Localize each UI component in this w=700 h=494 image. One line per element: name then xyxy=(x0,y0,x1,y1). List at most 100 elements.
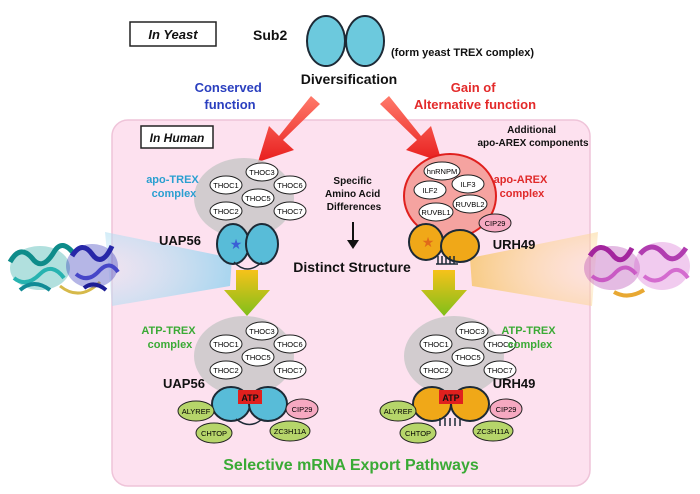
apo-arex-label: apo-AREX complex xyxy=(494,174,551,200)
sub2-label: Sub2 xyxy=(253,27,287,43)
atp-trex-right-label: ATP-TREX complex xyxy=(501,325,558,351)
cip29-left xyxy=(285,398,319,420)
svg-text:ILF3: ILF3 xyxy=(460,180,475,189)
arex-component xyxy=(452,194,488,214)
svg-text:RUVBL2: RUVBL2 xyxy=(455,200,484,209)
urh49-structure-image xyxy=(584,242,690,298)
yeast-label-box xyxy=(129,21,217,47)
svg-text:hnRNPM: hnRNPM xyxy=(427,167,457,176)
uap56-structure-image xyxy=(7,243,120,295)
atp-box-left xyxy=(238,390,262,404)
star-icon: ★ xyxy=(422,234,435,250)
svg-text:THOC5: THOC5 xyxy=(245,353,270,362)
thoc-subunit xyxy=(209,360,243,380)
sub2-protein xyxy=(306,15,385,67)
zc3h11a-right xyxy=(472,420,514,442)
svg-text:THOC7: THOC7 xyxy=(487,366,512,375)
left-beam xyxy=(105,232,232,306)
cip29-top xyxy=(478,213,512,233)
svg-text:RUVBL1: RUVBL1 xyxy=(421,208,450,217)
svg-text:THOC1: THOC1 xyxy=(423,340,448,349)
conserved-label: Conserved function xyxy=(195,80,266,112)
svg-text:THOC3: THOC3 xyxy=(249,168,274,177)
svg-text:ZC3H11A: ZC3H11A xyxy=(274,427,306,436)
thoc-subunit xyxy=(245,162,279,182)
thoc-subunit xyxy=(455,321,489,341)
right-beam xyxy=(470,232,598,306)
left-partners: ALYREF CHTOP CIP29 ZC3H11A xyxy=(177,398,319,444)
thoc-subunit xyxy=(273,334,307,354)
uap56-apo-protein xyxy=(216,223,279,270)
footer-title: Selective mRNA Export Pathways xyxy=(223,457,479,474)
urh49-top-label: URH49 xyxy=(493,237,536,252)
arex-component xyxy=(413,180,447,200)
arex-component xyxy=(423,161,461,181)
uap56-bottom-label: UAP56 xyxy=(163,376,205,391)
right-partners: ALYREF CHTOP CIP29 ZC3H11A xyxy=(379,398,523,444)
svg-text:THOC7: THOC7 xyxy=(277,366,302,375)
apo-trex-label: apo-TREX complex xyxy=(146,174,202,200)
svg-text:CHTOP: CHTOP xyxy=(405,429,431,438)
svg-text:THOC7: THOC7 xyxy=(277,207,302,216)
svg-text:ILF2: ILF2 xyxy=(422,186,437,195)
human-label-box xyxy=(140,125,214,149)
cip29-top-label: CIP29 xyxy=(485,219,506,228)
thoc-subunit xyxy=(209,334,243,354)
atp-box-right xyxy=(439,390,463,404)
urh49-bottom-label: URH49 xyxy=(493,376,536,391)
uap56-top-label: UAP56 xyxy=(159,233,201,248)
atp-left-label: ATP xyxy=(241,393,258,403)
urh49-apo-protein xyxy=(408,223,480,265)
thoc-subunit xyxy=(451,347,485,367)
thoc-subunit xyxy=(419,334,453,354)
svg-text:THOC5: THOC5 xyxy=(245,194,270,203)
svg-text:ALYREF: ALYREF xyxy=(384,407,413,416)
arex-component xyxy=(451,174,485,194)
yeast-note: (form yeast TREX complex) xyxy=(391,47,534,59)
svg-text:THOC3: THOC3 xyxy=(459,327,484,336)
thoc-cluster-left-bottom: THOC3 THOC1 THOC6 THOC5 THOC2 THOC7 xyxy=(209,321,307,380)
zc3h11a-left xyxy=(269,420,311,442)
svg-text:CIP29: CIP29 xyxy=(292,405,313,414)
chtop-right xyxy=(399,422,437,444)
thoc-subunit xyxy=(209,175,243,195)
thoc-subunit xyxy=(241,188,275,208)
diversification-label: Diversification xyxy=(301,71,397,87)
red-arrow-right xyxy=(380,96,442,162)
thoc-subunit xyxy=(245,321,279,341)
svg-text:THOC6: THOC6 xyxy=(487,340,512,349)
svg-text:THOC1: THOC1 xyxy=(213,181,238,190)
svg-text:THOC1: THOC1 xyxy=(213,340,238,349)
atp-right-label: ATP xyxy=(442,393,459,403)
thoc-subunit xyxy=(209,201,243,221)
green-arrow-left xyxy=(224,270,270,316)
red-arrow-left xyxy=(258,96,320,162)
thoc-cluster-left-top: THOC3 THOC1 THOC6 THOC5 THOC2 THOC7 xyxy=(209,162,307,221)
alyref-right xyxy=(379,400,417,422)
additional-label: Additional apo-AREX components xyxy=(477,125,589,149)
svg-text:THOC2: THOC2 xyxy=(423,366,448,375)
thoc-subunit xyxy=(241,347,275,367)
svg-text:CIP29: CIP29 xyxy=(496,405,517,414)
thoc-subunit xyxy=(483,360,517,380)
specific-differences-label: Specific Amino Acid Differences xyxy=(325,176,383,213)
yeast-label: In Yeast xyxy=(148,27,198,42)
star-icon: ★ xyxy=(230,236,243,252)
svg-text:THOC6: THOC6 xyxy=(277,340,302,349)
human-label: In Human xyxy=(150,131,205,145)
svg-text:ZC3H11A: ZC3H11A xyxy=(477,427,509,436)
svg-text:CHTOP: CHTOP xyxy=(201,429,227,438)
thoc-subunit xyxy=(419,360,453,380)
svg-text:THOC2: THOC2 xyxy=(213,207,238,216)
atp-trex-left-label: ATP-TREX complex xyxy=(141,325,198,351)
thoc-cluster-right-bottom: THOC3 THOC1 THOC6 THOC5 THOC2 THOC7 xyxy=(419,321,517,380)
svg-text:THOC3: THOC3 xyxy=(249,327,274,336)
chtop-left xyxy=(195,422,233,444)
alyref-left xyxy=(177,400,215,422)
thoc-subunit xyxy=(273,175,307,195)
down-arrow-icon xyxy=(347,222,359,249)
thoc-subunit xyxy=(483,334,517,354)
green-arrow-right xyxy=(421,270,467,316)
gain-label: Gain of Alternative function xyxy=(414,80,536,112)
